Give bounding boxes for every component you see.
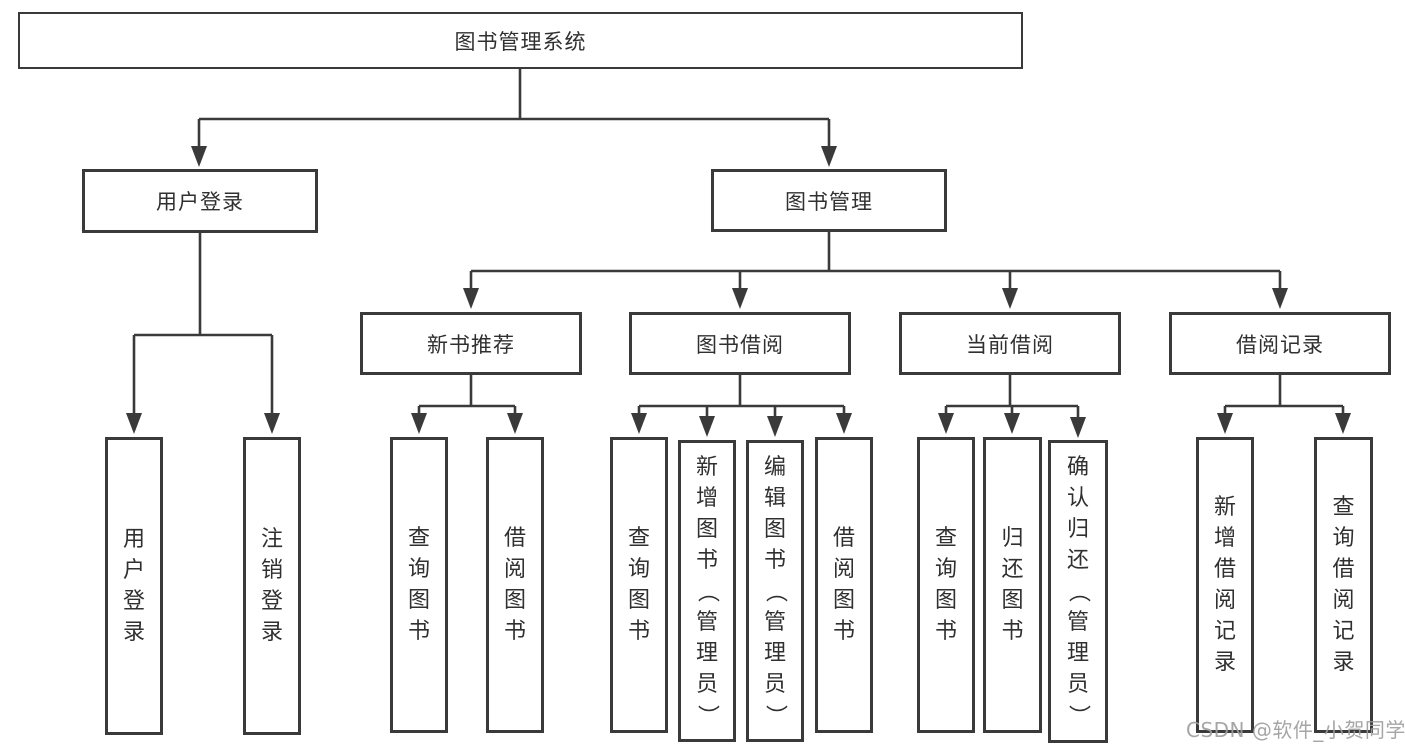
leaf-add-borrow-record: 新增借阅记录 xyxy=(1196,437,1254,733)
connector-bookborrow-group xyxy=(637,375,846,419)
node-root-system: 图书管理系统 xyxy=(18,12,1023,69)
leaf-query-borrow-record: 查询借阅记录 xyxy=(1314,437,1373,733)
node-book-management: 图书管理 xyxy=(711,169,947,232)
connector-root-to-level2 xyxy=(197,69,831,150)
leaf-logout: 注销登录 xyxy=(243,437,301,735)
leaf-add-books-admin: 新增图书（管理员） xyxy=(678,440,736,742)
csdn-watermark: CSDN @软件_小贺同学 xyxy=(1186,718,1405,742)
node-user-login: 用户登录 xyxy=(82,169,318,233)
leaf-query-books-borrow: 查询图书 xyxy=(610,437,668,733)
leaf-confirm-return-admin: 确认归还（管理员） xyxy=(1048,440,1108,743)
node-new-book-recommend: 新书推荐 xyxy=(360,312,582,375)
node-current-borrow: 当前借阅 xyxy=(899,312,1121,375)
node-book-borrow: 图书借阅 xyxy=(629,312,851,375)
leaf-query-books-recommend: 查询图书 xyxy=(390,437,448,733)
leaf-borrow-books-recommend: 借阅图书 xyxy=(486,437,544,733)
leaf-edit-books-admin: 编辑图书（管理员） xyxy=(746,440,804,742)
connector-currentborrow-group xyxy=(944,375,1080,420)
node-borrow-records: 借阅记录 xyxy=(1169,312,1391,375)
arrowheads xyxy=(126,146,1351,438)
connector-newbook-group xyxy=(417,375,517,417)
leaf-query-books-current: 查询图书 xyxy=(917,437,975,733)
connector-bookmgmt-to-level3 xyxy=(469,232,1282,291)
leaf-return-books: 归还图书 xyxy=(983,437,1042,733)
connector-userlogin-to-leaves xyxy=(132,233,274,416)
leaf-borrow-books: 借阅图书 xyxy=(815,437,873,733)
connector-records-group xyxy=(1223,375,1345,417)
leaf-user-login: 用户登录 xyxy=(105,437,163,735)
